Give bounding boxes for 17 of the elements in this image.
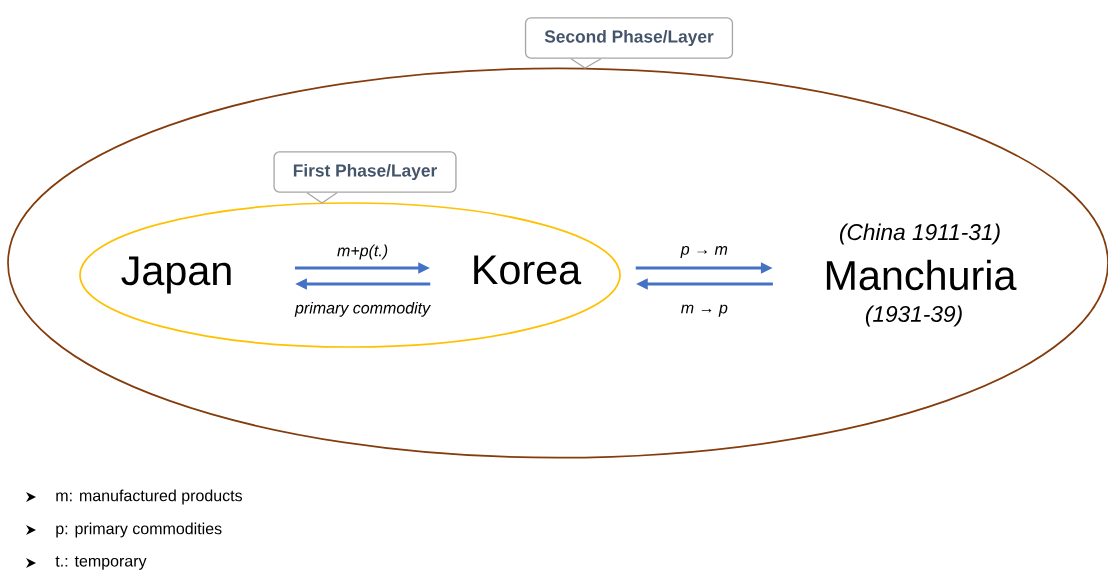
edge-label: m → p <box>681 304 728 317</box>
legend-text: t.: temporary <box>55 556 147 570</box>
callout-box: First Phase/Layer <box>273 151 457 193</box>
place-label: Korea <box>474 255 582 285</box>
ellipse <box>7 67 1108 459</box>
place-label: Manchuria <box>826 259 1017 291</box>
edge-label: primary commodity <box>294 301 431 317</box>
edge-label: p → m <box>680 246 728 258</box>
edge-label: m+p(t.) <box>337 244 388 260</box>
legend-text: m: manufactured products <box>56 489 243 505</box>
beside-label: (China 1911-31) <box>840 223 1000 245</box>
beside-label: (1931-39) <box>865 305 962 327</box>
callout-box: Second Phase/Layer <box>524 17 734 59</box>
legend-text: p: primary commodities <box>56 522 222 538</box>
place-label: Japan <box>121 256 231 294</box>
ellipse <box>79 202 621 348</box>
callout-pointer <box>306 192 338 204</box>
